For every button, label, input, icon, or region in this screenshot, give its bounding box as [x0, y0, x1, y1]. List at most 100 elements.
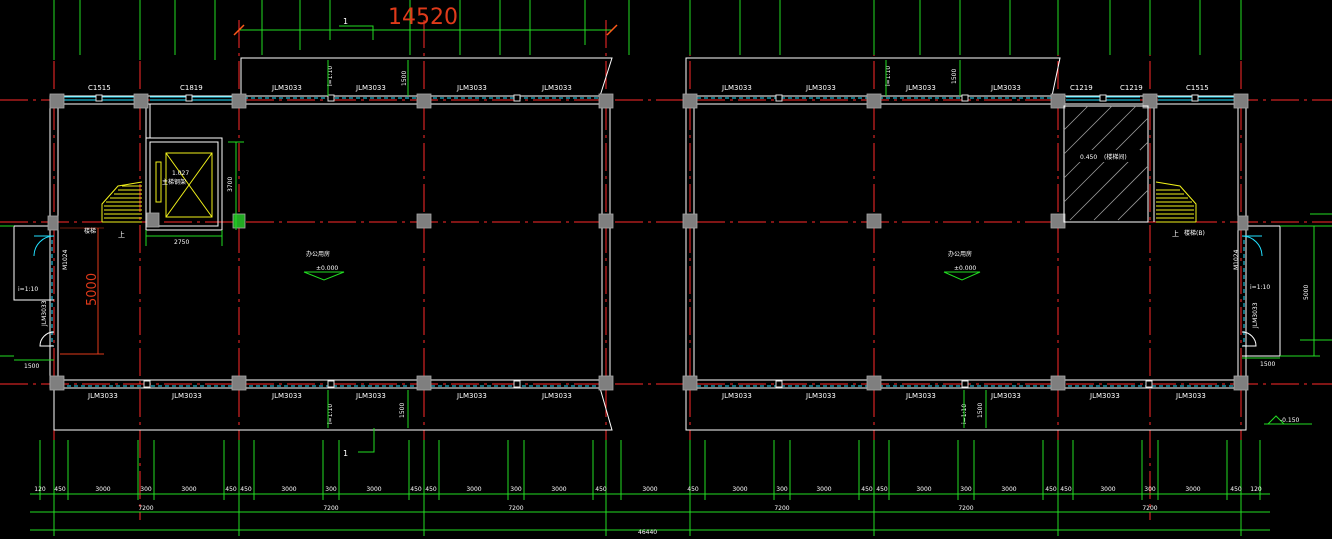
building-left: [49, 95, 611, 389]
dim-row1-label: 450: [1230, 486, 1242, 493]
slope-side-right: i=1:10: [1250, 284, 1270, 291]
dim-row2-label: 7200: [323, 505, 338, 512]
dim-row1-label: 3000: [95, 486, 110, 493]
label-jlm-tr-3: JLM3033: [905, 84, 936, 92]
dim-row1-label: 300: [510, 486, 522, 493]
slope-top-right: i=1:10: [885, 66, 892, 86]
slope-side-left: i=1:10: [18, 286, 38, 293]
dim-1500-bl: 1500: [399, 403, 406, 418]
hatch-level: 0.450: [1080, 154, 1097, 161]
dim-row1-label: 300: [776, 486, 788, 493]
dim-5000-text: 5000: [85, 273, 100, 306]
elevator: 1.027 主梯钢架: [155, 152, 213, 218]
label-jlm-tr-2: JLM3033: [805, 84, 836, 92]
label-jlm-tr-1: JLM3033: [721, 84, 752, 92]
window-labels-top-right: JLM3033 JLM3033 JLM3033 JLM3033 C1219 C1…: [721, 84, 1209, 92]
dim-5000-right: 5000: [1303, 285, 1310, 300]
dim-row1-label: 3000: [181, 486, 196, 493]
label-c1219-b: C1219: [1120, 84, 1143, 92]
label-jlm-br-6: JLM3033: [1175, 392, 1206, 400]
dim-row1-label: 3000: [1001, 486, 1016, 493]
room-left-name: 办公用房: [306, 250, 330, 258]
dim-row2-label: 7200: [138, 505, 153, 512]
dim-1500-br: 1500: [977, 403, 984, 418]
dim-3700: 3700: [227, 177, 234, 192]
label-jlm-br-1: JLM3033: [721, 392, 752, 400]
big-dim-5000: 5000: [60, 227, 104, 355]
label-c1515-right: C1515: [1186, 84, 1209, 92]
outside-level-text: -0.150: [1280, 417, 1300, 424]
dim-row1-label: 3000: [551, 486, 566, 493]
elevator-level: 1.027: [172, 170, 189, 177]
outside-level: -0.150: [1264, 415, 1312, 425]
stair-left: [101, 181, 143, 223]
dim-row1-label: 450: [861, 486, 873, 493]
dim-row1-label: 120: [34, 486, 46, 493]
dim-row1-label: 450: [687, 486, 699, 493]
axis-grid: [0, 20, 1332, 520]
dim-row1-label: 3000: [366, 486, 381, 493]
label-jlm-bl-3: JLM3033: [271, 392, 302, 400]
label-jlm-tl-2: JLM3033: [355, 84, 386, 92]
dim-total: 46440: [638, 529, 657, 536]
dim-row1-label: 3000: [816, 486, 831, 493]
dim-row1-label: 3000: [732, 486, 747, 493]
dim-row1-label: 300: [325, 486, 337, 493]
door-left: M1024 JLM3033: [33, 235, 69, 347]
dim-row2-label: 7200: [774, 505, 789, 512]
door-right-label: M1024: [1233, 249, 1240, 270]
room-left-label: 办公用房 ±0.000: [303, 250, 345, 281]
room-left-level: ±0.000: [316, 265, 338, 272]
dim-row1-label: 450: [425, 486, 437, 493]
room-right-name: 办公用房: [948, 250, 972, 258]
dim-row1-label: 450: [595, 486, 607, 493]
stair-right-up: 上: [1172, 229, 1179, 238]
window-labels-top-left: C1515 C1819 JLM3033 JLM3033 JLM3033 JLM3…: [88, 84, 572, 92]
canopy-slope-notes: i=1:10 i=1:10 i=1:10 i=1:10 i=1:10 i=1:1…: [18, 66, 1310, 424]
hatch-label: (楼梯间): [1104, 153, 1127, 161]
elevator-label: 主梯钢架: [162, 178, 186, 186]
stair-right-label: 楼梯(B): [1184, 229, 1205, 237]
label-c1515-left: C1515: [88, 84, 111, 92]
window-labels-bottom-right: JLM3033 JLM3033 JLM3033 JLM3033 JLM3033 …: [721, 392, 1206, 400]
door-left-label: M1024: [62, 249, 69, 270]
stair-left-label: 楼梯: [84, 227, 96, 235]
dim-row1-label: 450: [876, 486, 888, 493]
dashed-glazing: [51, 97, 1245, 387]
dim-row1-label: 450: [1045, 486, 1057, 493]
dim-2750: 2750: [174, 239, 189, 246]
label-jlm-br-4: JLM3033: [990, 392, 1021, 400]
room-right-level: ±0.000: [954, 265, 976, 272]
dim-row1-label: 450: [225, 486, 237, 493]
tag-1-bottom: 1: [343, 449, 348, 458]
small-dim-lines: [0, 60, 1332, 428]
dim-row2-label: 7200: [508, 505, 523, 512]
dim-row1-label: 450: [54, 486, 66, 493]
dim-1500-tr: 1500: [951, 69, 958, 84]
canopies: [13, 57, 1281, 431]
label-jlm-tl-4: JLM3033: [541, 84, 572, 92]
label-jlm-tl-1: JLM3033: [271, 84, 302, 92]
dim-row1-label: 450: [240, 486, 252, 493]
dim-row2-label: 7200: [958, 505, 973, 512]
bottom-dimension-lines: [30, 493, 1270, 531]
stair-right: [1155, 181, 1197, 223]
hatched-room: 0.450 (楼梯间): [1063, 105, 1149, 223]
label-jlm-bl-4: JLM3033: [355, 392, 386, 400]
label-jlm-bl-1: JLM3033: [87, 392, 118, 400]
dim-row1-label: 120: [1250, 486, 1262, 493]
label-jlm-tl-3: JLM3033: [456, 84, 487, 92]
dim-row1-label: 3000: [281, 486, 296, 493]
dim-row1-label: 3000: [1100, 486, 1115, 493]
label-jlm-bl-2: JLM3033: [171, 392, 202, 400]
dim-row1-label: 3000: [466, 486, 481, 493]
door-right: M1024 JLM3033: [1233, 235, 1263, 347]
dim-14520-text: 14520: [388, 5, 458, 30]
dim-row1-label: 3000: [1185, 486, 1200, 493]
label-c1219-a: C1219: [1070, 84, 1093, 92]
window-labels-bottom-left: JLM3033 JLM3033 JLM3033 JLM3033 JLM3033 …: [87, 392, 572, 400]
window-markers: [95, 94, 1199, 388]
dim-row-2: 7200 7200 7200 7200 7200 7200: [138, 505, 1157, 512]
dim-row2-label: 7200: [1142, 505, 1157, 512]
